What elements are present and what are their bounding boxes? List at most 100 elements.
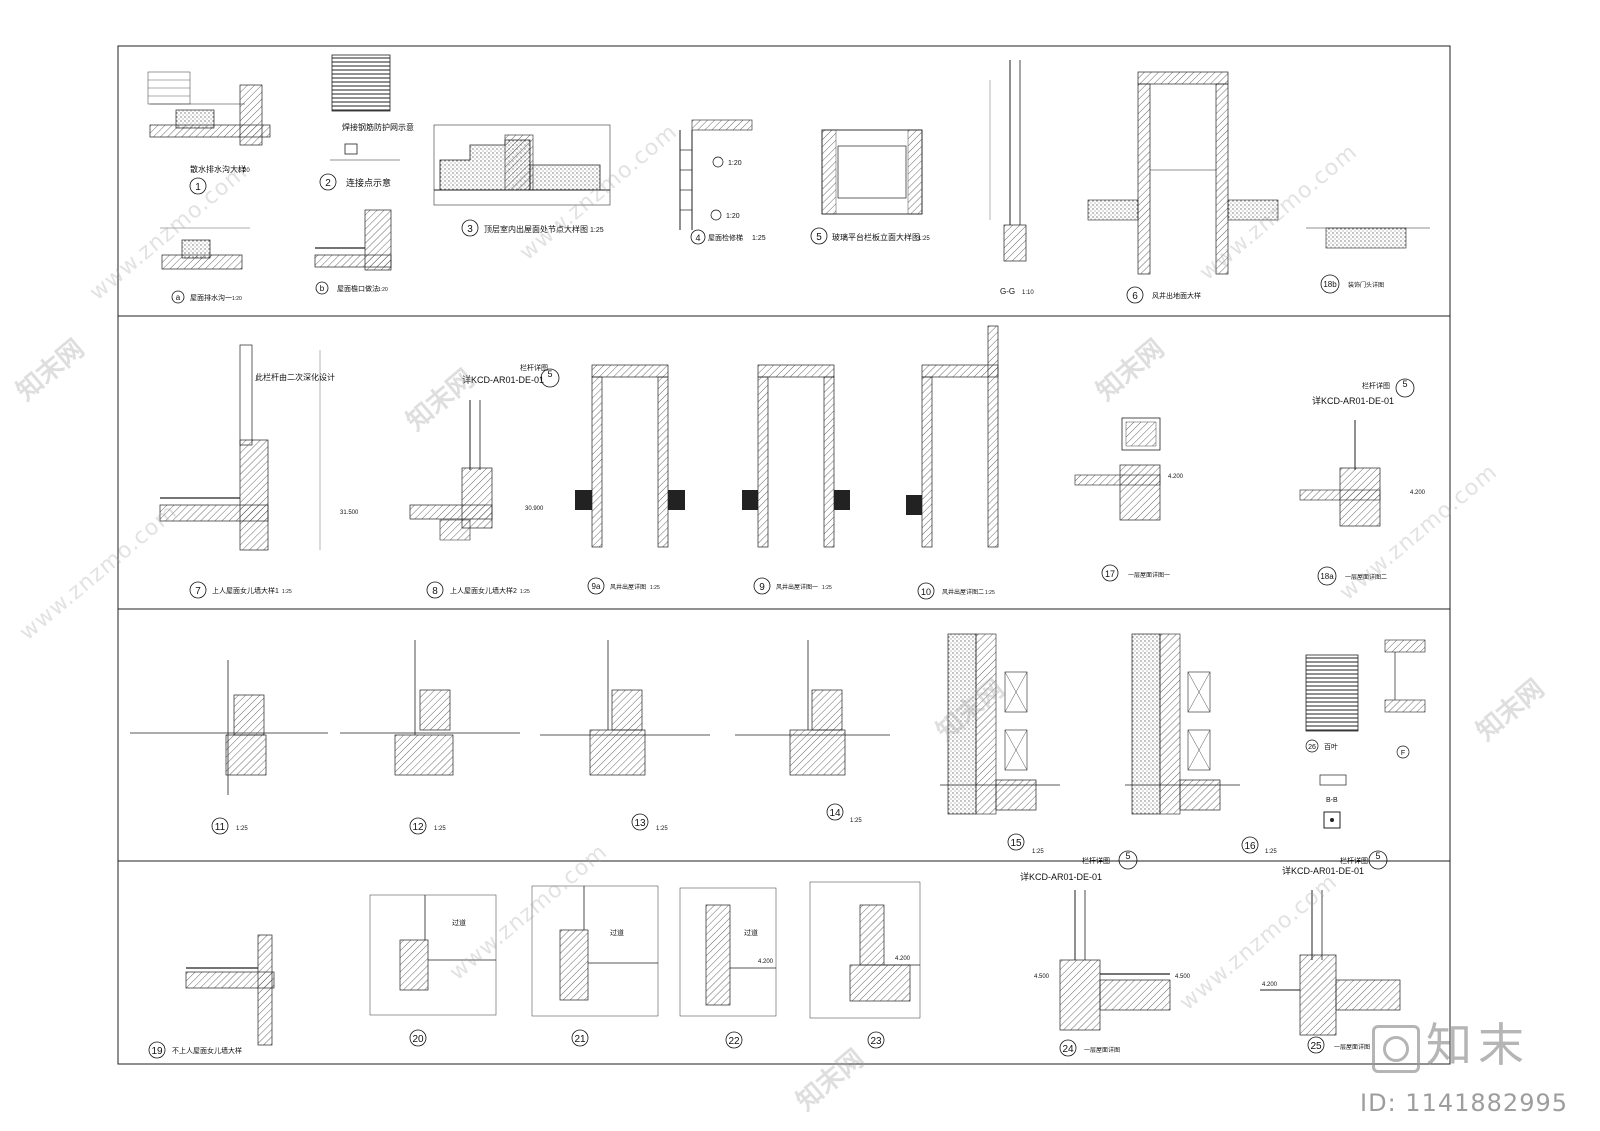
detail-17-number: 17 (1105, 569, 1115, 579)
detail-20-label: 过道 (452, 918, 466, 927)
detail-8-number: 8 (432, 586, 438, 597)
detail-25-ref-title: 栏杆详图 (1340, 856, 1368, 865)
detail-16-scale: 1:25 (1265, 849, 1277, 855)
detail-12-scale: 1:25 (434, 826, 446, 832)
detail-11-scale: 1:25 (236, 826, 248, 832)
detail-2: 焊接钢筋防护网示意 2 连接点示意 (319, 54, 414, 191)
detail-3-title: 顶层室内出屋面处节点大样图 (484, 224, 588, 234)
detail-24-number: 24 (1062, 1044, 1074, 1055)
detail-4-number: 4 (695, 233, 700, 243)
detail-9-title: 风井出屋详图一 (776, 583, 818, 591)
detail-23-number: 23 (870, 1036, 882, 1047)
brand-logo: 知末 (1372, 1009, 1530, 1075)
detail-19: 19 不上人屋面女儿墙大样 (148, 934, 275, 1059)
detail-8: 详KCD-AR01-DE-01 栏杆详图 5 30.900 8 上人屋面女儿墙大… (409, 363, 560, 599)
detail-b-title: 屋面檐口做法 (337, 284, 379, 293)
detail-18a-elev: 4.200 (1410, 490, 1426, 496)
detail-f: F (1384, 639, 1426, 759)
id-label: ID: 1141882995 (1360, 1089, 1568, 1117)
detail-g-g-scale: 1:10 (1022, 290, 1034, 296)
detail-7: 此栏杆由二次深化设计 31.500 7 上人屋面女儿墙大样1 1:25 (159, 344, 359, 599)
detail-f-number: F (1401, 750, 1405, 757)
detail-a-number: a (176, 293, 181, 302)
detail-4: 1:20 1:20 4 屋面检修梯 1:25 (679, 119, 766, 245)
detail-10: 10 风井出屋详图二 1:25 (906, 325, 999, 600)
detail-4-title: 屋面检修梯 (708, 233, 743, 242)
detail-20: 过道 20 (369, 894, 497, 1047)
detail-b-scale: 1:20 (378, 287, 388, 293)
detail-18a-number: 18a (1320, 572, 1334, 581)
detail-17: 4.200 17 一层屋面详图一 (1074, 417, 1184, 582)
detail-17-title: 一层屋面详图一 (1128, 571, 1170, 579)
detail-18a-title: 一层屋面详图二 (1345, 573, 1387, 581)
detail-8-ref-number: 5 (547, 369, 552, 379)
detail-18a: 详KCD-AR01-DE-01 栏杆详图 5 4.200 18a 一层屋面详图二 (1299, 378, 1426, 586)
detail-2-title2: 焊接钢筋防护网示意 (342, 122, 414, 132)
detail-4-sub-a-scale: 1:20 (728, 160, 742, 167)
detail-23: 4.200 23 (809, 881, 921, 1049)
detail-1: 散水排水沟大样 1:20 1 (147, 71, 271, 195)
detail-g-g: G-G 1:10 (989, 60, 1034, 296)
detail-25-title: 一层屋面详图 (1334, 1043, 1370, 1051)
detail-22-elev: 4.200 (758, 959, 774, 965)
detail-18a-ref: 详KCD-AR01-DE-01 (1312, 395, 1394, 406)
detail-21-number: 21 (574, 1034, 586, 1045)
detail-5-number: 5 (816, 232, 822, 243)
detail-a-title: 屋面排水沟一 (190, 293, 232, 302)
detail-22-label: 过道 (744, 928, 758, 937)
detail-19-number: 19 (151, 1046, 163, 1057)
detail-b-b-title: B-B (1326, 797, 1338, 804)
detail-14: 14 1:25 (735, 640, 890, 824)
detail-16-number: 16 (1244, 841, 1256, 852)
detail-2-number: 2 (325, 178, 331, 189)
detail-10-number: 10 (921, 587, 931, 597)
detail-a-scale: 1:20 (232, 296, 242, 302)
detail-7-number: 7 (195, 586, 201, 597)
detail-3: 3 顶层室内出屋面处节点大样图 1:25 (433, 124, 611, 237)
detail-20-number: 20 (412, 1034, 424, 1045)
detail-14-scale: 1:25 (850, 818, 862, 824)
detail-14-number: 14 (829, 808, 841, 819)
detail-24-ref-title: 栏杆详图 (1082, 856, 1110, 865)
detail-22: 过道 4.200 22 (679, 887, 777, 1049)
detail-13-scale: 1:25 (656, 826, 668, 832)
detail-3-scale: 1:25 (590, 227, 604, 234)
detail-18a-ref-title: 栏杆详图 (1362, 381, 1390, 390)
detail-10-scale: 1:25 (985, 590, 995, 596)
detail-9: 9 风井出屋详图一 1:25 (742, 364, 850, 595)
detail-7-scale: 1:25 (282, 589, 292, 595)
detail-18b-number: 18b (1323, 280, 1337, 289)
logo-icon (1372, 1024, 1420, 1073)
detail-8-ref-title: 栏杆详图 (520, 363, 548, 372)
sheet-border (117, 45, 1451, 1065)
detail-9a-scale: 1:25 (650, 585, 660, 591)
detail-25-ref: 详KCD-AR01-DE-01 (1282, 865, 1364, 876)
detail-2-title: 连接点示意 (346, 177, 391, 188)
detail-24-ref: 详KCD-AR01-DE-01 (1020, 871, 1102, 882)
detail-26-number: 26 (1308, 744, 1316, 751)
detail-9-number: 9 (759, 582, 765, 593)
detail-26-title: 百叶 (1324, 742, 1338, 751)
detail-8-title: 上人屋面女儿墙大样2 (450, 586, 517, 595)
detail-21: 过道 21 (531, 885, 659, 1047)
detail-9a-number: 9a (592, 582, 601, 591)
detail-8-ref: 详KCD-AR01-DE-01 (462, 374, 544, 385)
detail-b-number: b (320, 284, 325, 293)
detail-17-elev: 4.200 (1168, 474, 1184, 480)
detail-1-title: 散水排水沟大样 (190, 164, 246, 174)
detail-5: 5 玻璃平台栏板立面大样图 1:25 (810, 129, 930, 245)
detail-7-elev: 31.500 (340, 510, 359, 516)
detail-19-title: 不上人屋面女儿墙大样 (172, 1046, 242, 1055)
detail-25: 详KCD-AR01-DE-01 栏杆详图 5 4.200 25 一层屋面详图 (1260, 850, 1401, 1054)
detail-1-number: 1 (195, 182, 201, 193)
detail-24-ref-number: 5 (1125, 851, 1130, 861)
detail-6-title: 风井出地面大样 (1152, 291, 1201, 300)
detail-7-note: 此栏杆由二次深化设计 (255, 372, 335, 382)
detail-18a-ref-number: 5 (1402, 379, 1407, 389)
detail-a: a 屋面排水沟一 1:20 (160, 227, 250, 304)
detail-15: 15 1:25 (940, 633, 1060, 855)
detail-b: b 屋面檐口做法 1:20 (314, 209, 392, 295)
detail-11: 11 1:25 (130, 660, 328, 835)
detail-21-label: 过道 (610, 928, 624, 937)
